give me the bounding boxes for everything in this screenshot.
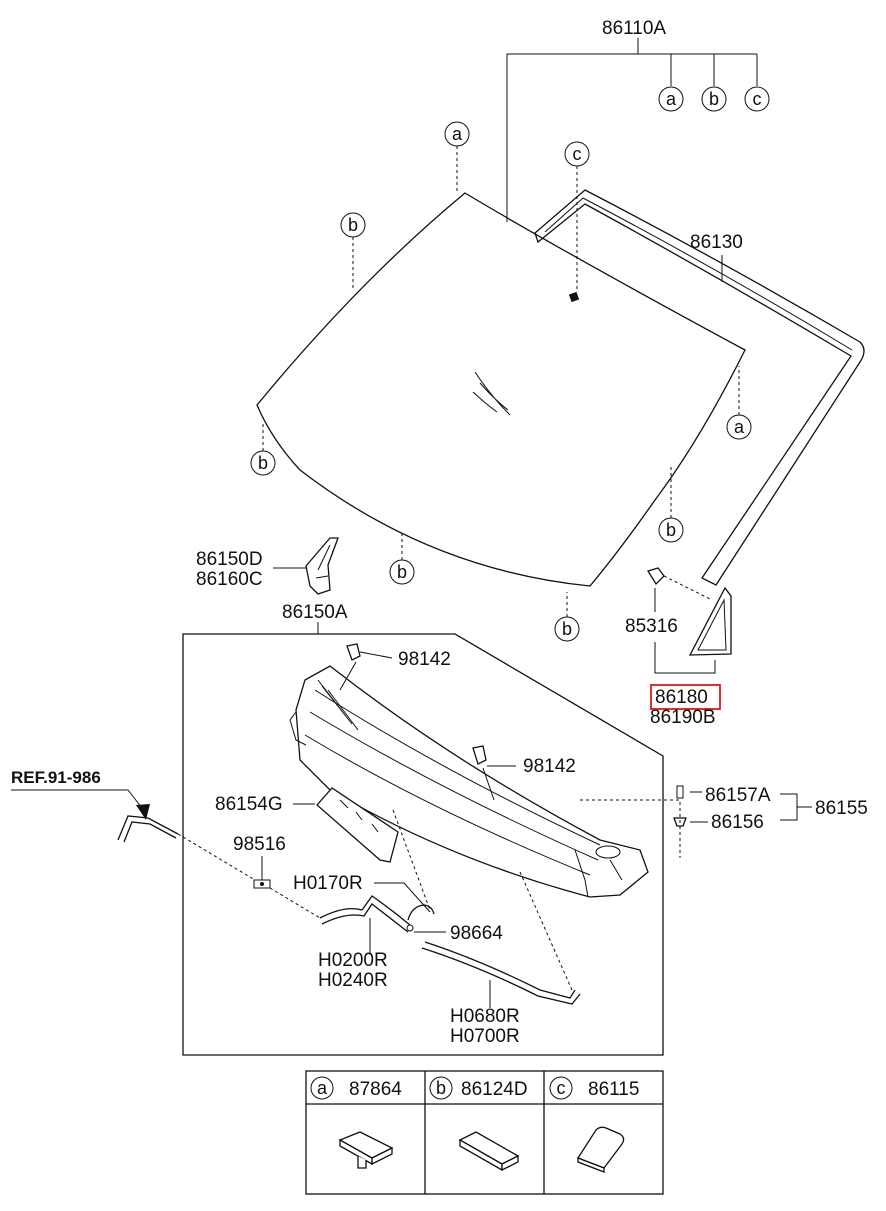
svg-text:c: c [557,1078,566,1098]
clip-86157A[interactable] [676,785,684,799]
ref-hose [117,815,179,841]
sensor-pad [568,291,580,303]
part-label-H0170R[interactable]: H0170R [293,873,363,894]
callout-b-3: b [658,466,684,543]
leader-clips [690,791,708,823]
part-label-85316[interactable]: 85316 [625,616,678,637]
part-label-H0700R[interactable]: H0700R [450,1026,520,1047]
hose-H0680R[interactable] [424,941,576,999]
clip-dash-line [580,799,681,858]
callout-b-4: b [389,534,415,585]
cowl-side-cover[interactable] [305,537,339,595]
part-label-H0200R[interactable]: H0200R [318,950,388,971]
legend-cell-b: b 86124D [429,1076,528,1100]
windshield-glass[interactable] [256,192,746,587]
legend-cell-a: a 87864 [310,1076,402,1100]
part-label-86110A[interactable]: 86110A [602,18,666,39]
svg-text:b: b [562,619,572,639]
part-label-86155[interactable]: 86155 [815,798,868,819]
hose-H0200R[interactable] [319,895,411,926]
leader-98142-upper [339,651,393,691]
clip-dash [663,575,713,601]
legend-part-86124D[interactable]: 86124D [461,1079,528,1100]
callout-a-top: a [658,86,684,112]
part-label-86190B[interactable]: 86190B [650,707,716,728]
callout-b-2: b [250,424,276,476]
callout-a-2: a [726,366,752,440]
highlight-box-86180 [650,684,721,710]
svg-text:a: a [734,417,745,437]
part-label-H0240R[interactable]: H0240R [318,970,388,991]
part-label-86180[interactable]: 86180 [655,687,708,708]
svg-text:b: b [666,520,676,540]
nozzle-dash [269,887,321,919]
ref-label[interactable]: REF.91-986 [11,768,101,787]
callout-a-1: a [444,121,470,192]
svg-text:b: b [397,562,407,582]
clip-85316[interactable] [647,567,665,586]
part-label-H0680R[interactable]: H0680R [450,1006,520,1027]
callout-b-top: b [701,86,727,112]
svg-text:c: c [753,89,762,109]
bracket-86180 [654,642,716,674]
part-label-86156[interactable]: 86156 [711,812,764,833]
bracket-86110A [506,38,758,222]
cowl-panel-frame [182,633,664,1056]
legend-part-87864[interactable]: 87864 [349,1079,402,1100]
ref-leader [11,789,143,809]
part-label-98142-lower[interactable]: 98142 [523,756,576,777]
svg-text:c: c [573,144,582,164]
part-label-86160C[interactable]: 86160C [196,569,263,590]
callout-b-5: b [554,592,580,642]
callout-b-1: b [340,212,366,288]
part-label-86150A[interactable]: 86150A [282,602,348,623]
part-label-98516[interactable]: 98516 [233,834,286,855]
part-label-98664[interactable]: 98664 [450,923,503,944]
legend-table [305,1070,664,1195]
callout-c-1: c [564,141,590,290]
hose-H0170R[interactable] [407,904,435,921]
svg-text:b: b [709,89,719,109]
pad-86115-icon [577,1126,625,1173]
molding-inner-edge [544,197,853,351]
leader-H0170R [374,882,431,913]
fastener-98142-upper[interactable] [346,643,361,661]
clip-87864-icon [338,1131,394,1169]
cowl-top-panel[interactable] [289,665,649,898]
windshield-molding[interactable] [534,189,865,586]
part-label-86154G[interactable]: 86154G [215,794,283,815]
ref-dash [177,833,256,881]
part-label-86157A[interactable]: 86157A [705,785,771,806]
part-label-98142-upper[interactable]: 98142 [398,649,451,670]
quarter-glass[interactable] [688,586,732,656]
fastener-98142-lower[interactable] [472,745,487,765]
glass-reflection [472,371,511,416]
part-label-86150D[interactable]: 86150D [196,549,263,570]
svg-text:b: b [436,1078,446,1098]
callout-c-top: c [744,86,770,112]
ref-arrow-icon [136,804,150,820]
cowl-seal-86154G[interactable] [316,787,399,863]
legend-part-86115[interactable]: 86115 [588,1079,639,1100]
svg-text:b: b [348,215,358,235]
connector-98664[interactable] [406,924,414,932]
svg-text:b: b [258,453,268,473]
svg-text:a: a [452,124,463,144]
legend-cell-c: c 86115 [549,1076,639,1100]
bracket-86155 [780,793,812,821]
part-label-86130[interactable]: 86130 [690,232,743,253]
leader-98142-lower [482,765,516,801]
svg-text:a: a [317,1078,328,1098]
nozzle-98516[interactable] [253,879,271,889]
svg-text:a: a [666,89,677,109]
pad-86124D-icon [458,1131,520,1172]
